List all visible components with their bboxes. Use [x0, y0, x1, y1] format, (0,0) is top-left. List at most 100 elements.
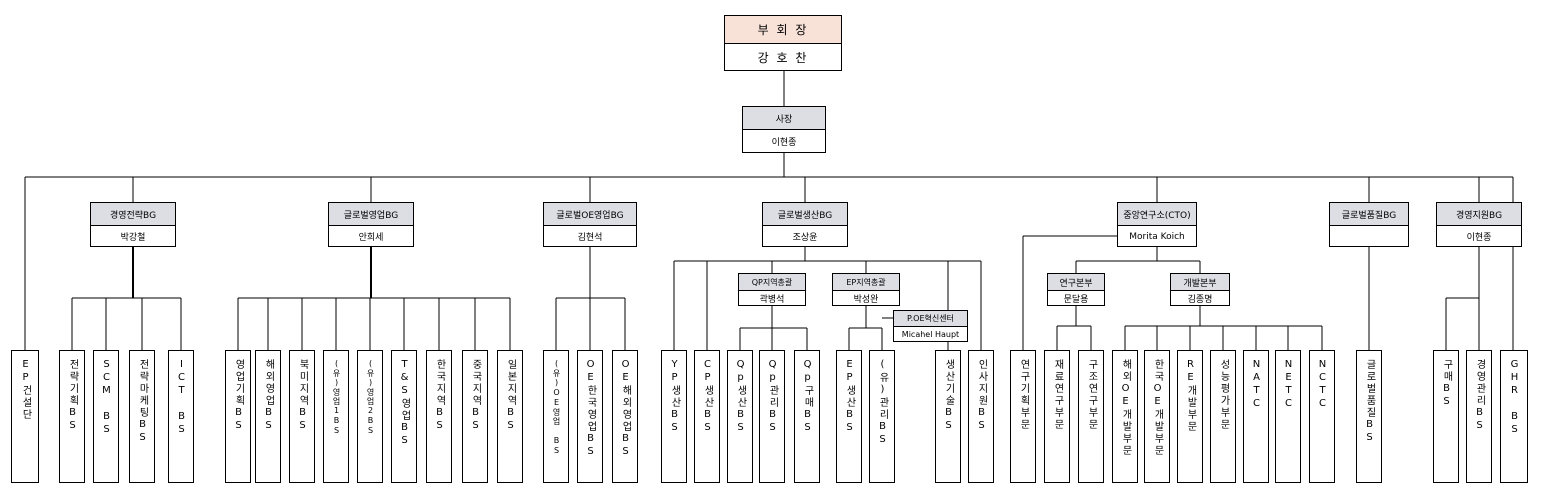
leaf-japan-region: 일본지역BS — [497, 350, 523, 483]
poe-center-box: P.OE혁신센터 Micahel Haupt — [893, 310, 968, 342]
leaf-overseas-sales: 해외영업BS — [255, 350, 281, 483]
leaf-label: 한국지역BS — [434, 359, 445, 433]
leaf-ep-management: (유)관리BS — [869, 350, 895, 483]
leaf-label: YP생산BS — [669, 359, 680, 435]
bg-production-title: 글로벌생산BG — [763, 203, 847, 226]
leaf-yp-production: YP생산BS — [661, 350, 687, 483]
leaf-label: ICT BS — [176, 359, 187, 437]
leaf-ep-production: EP생산BS — [836, 350, 862, 483]
bg-oe-sales-box: 글로벌OE영업BG 김현석 — [543, 202, 637, 247]
leaf-purchasing: 구매BS — [1433, 350, 1459, 483]
bg-production-box: 글로벌생산BG 조상윤 — [762, 202, 848, 247]
leaf-label: 해외OE개발부문 — [1120, 359, 1131, 457]
leaf-label: 구매BS — [1441, 359, 1452, 409]
leaf-label: SCM BS — [101, 359, 112, 437]
leaf-overseas-oe-dev: 해외OE개발부문 — [1112, 350, 1138, 483]
leaf-sales-planning: 영업기획BS — [225, 350, 251, 483]
bg-strategy-name: 박강철 — [120, 233, 146, 243]
bg-quality-title: 글로벌품질BG — [1330, 203, 1408, 226]
leaf-materials-research: 재료연구부문 — [1044, 350, 1070, 483]
leaf-korea-oe-dev: 한국OE개발부문 — [1144, 350, 1170, 483]
leaf-label: 연구기획부문 — [1018, 359, 1029, 431]
leaf-label: Qp생산BS — [735, 359, 746, 435]
leaf-label: NETC — [1283, 359, 1294, 411]
leaf-label: NATC — [1251, 359, 1262, 411]
leaf-label: OE한국영업BS — [585, 359, 596, 459]
leaf-qp-production: Qp생산BS — [727, 350, 753, 483]
bg-support-name: 이현종 — [1466, 233, 1492, 243]
president-title: 사장 — [743, 107, 825, 130]
leaf-hr-support: 인사지원BS — [968, 350, 994, 483]
leaf-label: 중국지역BS — [470, 359, 481, 433]
leaf-label: (유)영업1BS — [332, 359, 341, 436]
leaf-ghr: GHR BS — [1500, 350, 1528, 483]
bg-sales-title: 글로벌영업BG — [329, 203, 413, 226]
leaf-structure-research: 구조연구부문 — [1078, 350, 1104, 483]
poe-center-name: Micahel Haupt — [901, 330, 960, 339]
qp-region-box: QP지역총괄 곽병석 — [738, 273, 806, 306]
bg-quality-name — [1330, 226, 1408, 247]
leaf-label: (유)영업2BS — [366, 359, 375, 436]
vice-chairman-name: 강 호 찬 — [757, 51, 809, 65]
leaf-ict: ICT BS — [168, 350, 194, 483]
leaf-netc: NETC — [1275, 350, 1301, 483]
leaf-label: 구조연구부문 — [1086, 359, 1097, 431]
leaf-label: 성능평가부문 — [1218, 359, 1229, 431]
leaf-label: 생산기술BS — [943, 359, 954, 433]
leaf-oe-overseas-sales: OE해외영업BS — [612, 350, 638, 483]
leaf-ts-sales: T&S영업BS — [391, 350, 417, 483]
bg-support-box: 경영지원BG 이현종 — [1436, 202, 1522, 247]
ep-region-box: EP지역총괄 박성완 — [832, 273, 900, 306]
leaf-oe-korea-sales: OE한국영업BS — [577, 350, 603, 483]
rnd-center-title: 중앙연구소(CTO) — [1118, 203, 1196, 226]
leaf-business-management: 경영관리BS — [1466, 350, 1492, 483]
leaf-label: T&S영업BS — [399, 359, 410, 448]
leaf-label: (유)OE영업 BS — [552, 359, 561, 456]
leaf-label: 전략기획BS — [67, 359, 78, 433]
dev-hq-name: 김종명 — [1187, 295, 1213, 305]
leaf-label: 전략마케팅BS — [137, 359, 148, 445]
research-hq-title: 연구본부 — [1048, 274, 1104, 291]
leaf-label: OE해외영업BS — [620, 359, 631, 459]
leaf-sales-2: (유)영업2BS — [357, 350, 383, 483]
leaf-production-tech: 생산기술BS — [935, 350, 961, 483]
leaf-label: 북미지역BS — [297, 359, 308, 433]
president-box: 사장 이현종 — [742, 106, 826, 153]
bg-quality-box: 글로벌품질BG — [1329, 202, 1409, 247]
rnd-center-box: 중앙연구소(CTO) Morita Koich — [1117, 202, 1197, 247]
leaf-label: GHR BS — [1509, 359, 1520, 437]
bg-strategy-box: 경영전략BG 박강철 — [90, 202, 176, 247]
leaf-label: EP건설단 — [20, 359, 31, 421]
bg-sales-box: 글로벌영업BG 안희세 — [328, 202, 414, 247]
qp-region-title: QP지역총괄 — [739, 274, 805, 291]
leaf-label: 글로벌품질BS — [1364, 359, 1375, 445]
qp-region-name: 곽병석 — [759, 295, 785, 305]
leaf-cp-production: CP생산BS — [694, 350, 720, 483]
vice-chairman-box: 부 회 장 강 호 찬 — [724, 15, 842, 71]
poe-center-title: P.OE혁신센터 — [894, 311, 967, 327]
bg-oe-sales-title: 글로벌OE영업BG — [544, 203, 636, 226]
leaf-label: 인사지원BS — [976, 359, 987, 433]
bg-production-name: 조상윤 — [792, 233, 818, 243]
leaf-performance-eval: 성능평가부문 — [1210, 350, 1236, 483]
dev-hq-title: 개발본부 — [1171, 274, 1229, 291]
leaf-label: Qp관리BS — [767, 359, 778, 435]
rnd-center-name: Morita Koich — [1129, 231, 1185, 242]
leaf-strategy-marketing: 전략마케팅BS — [129, 350, 155, 483]
research-hq-box: 연구본부 문달용 — [1047, 273, 1105, 306]
leaf-qp-purchasing: Qp구매BS — [794, 350, 820, 483]
leaf-scm: SCM BS — [93, 350, 119, 483]
leaf-label: (유)관리BS — [877, 359, 888, 447]
leaf-label: CP생산BS — [702, 359, 713, 435]
president-name: 이현종 — [771, 138, 797, 148]
vice-chairman-title: 부 회 장 — [725, 16, 841, 44]
leaf-label: 한국OE개발부문 — [1152, 359, 1163, 457]
bg-strategy-title: 경영전략BG — [91, 203, 175, 226]
leaf-oe-sales-llc: (유)OE영업 BS — [543, 350, 569, 483]
leaf-research-planning: 연구기획부문 — [1010, 350, 1036, 483]
leaf-north-america: 북미지역BS — [289, 350, 315, 483]
leaf-nctc: NCTC — [1309, 350, 1335, 483]
bg-sales-name: 안희세 — [358, 233, 384, 243]
leaf-label: RE개발부문 — [1185, 359, 1196, 433]
dev-hq-box: 개발본부 김종명 — [1170, 273, 1230, 306]
